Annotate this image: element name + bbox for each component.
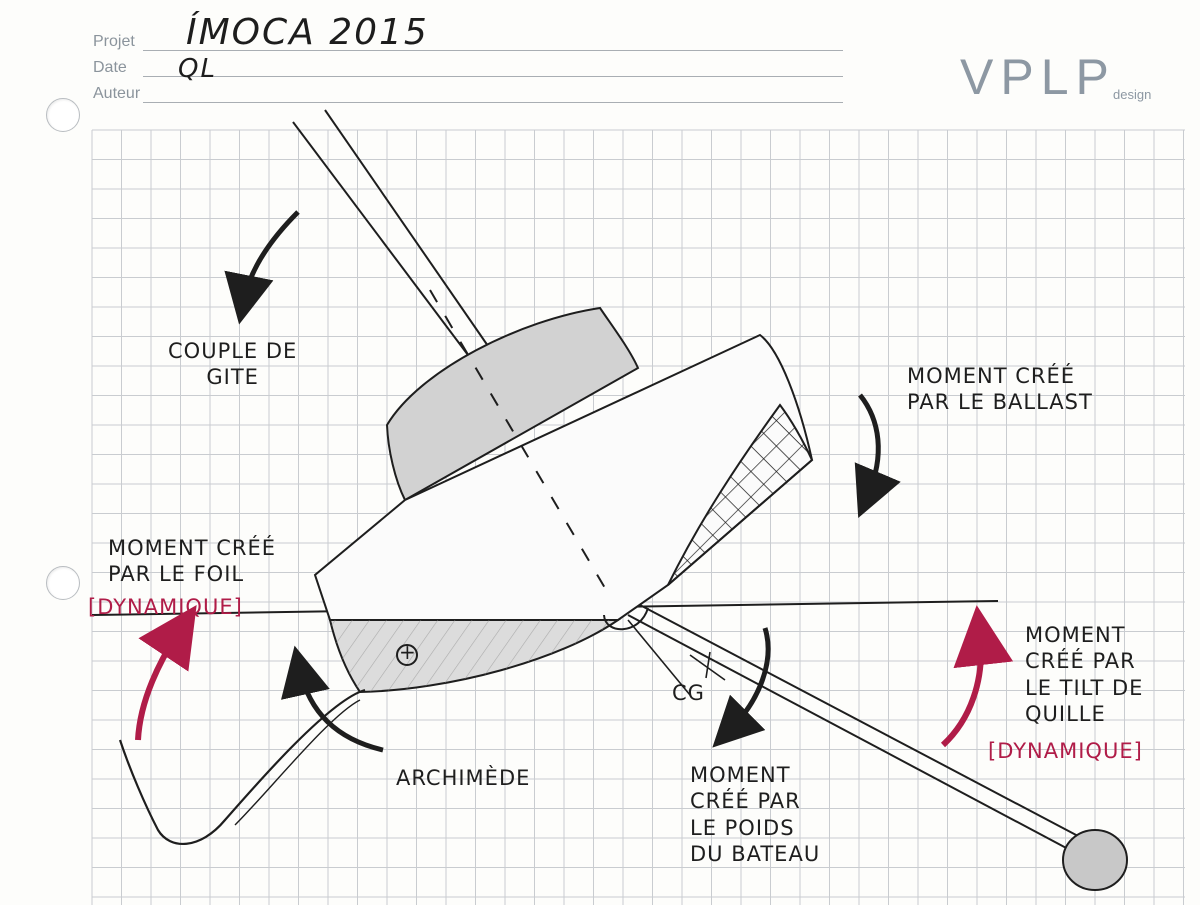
dynamique-left-label: [DYNAMIQUE]: [88, 595, 243, 619]
auteur-line: [143, 102, 843, 103]
buoyancy-plus-symbol: +: [399, 640, 417, 664]
moment-poids-line-1: MOMENT: [690, 763, 791, 787]
couple-de-gite-line-2: GITE: [206, 365, 259, 390]
archimede-label: ARCHIMÈDE: [396, 766, 531, 790]
logo-subtext: design: [1113, 87, 1152, 102]
ballast-area: [667, 403, 814, 586]
binder-hole-top: [46, 98, 80, 132]
couple-de-gite-arrow: [224, 210, 300, 325]
buoyancy-center-symbol: [396, 644, 418, 666]
moment-tilt-line-1: MOMENT: [1025, 623, 1126, 647]
moment-foil-line-1: MOMENT CRÉÉ: [108, 536, 277, 560]
cg-arc: [603, 607, 649, 631]
moment-poids-line-3: LE POIDS: [690, 815, 795, 840]
couple-de-gite-label: COUPLE DE GITE: [168, 338, 297, 391]
date-line: [143, 76, 843, 77]
projet-line: [143, 50, 843, 51]
tilt-moment-arrow: [940, 605, 1014, 748]
auteur-label: Auteur: [93, 85, 141, 102]
logo-text: VPLP: [960, 49, 1116, 105]
moment-ballast-label: MOMENT CRÉÉ PAR LE BALLAST: [907, 363, 1093, 416]
keel: [627, 604, 1079, 851]
moment-poids-line-4: DU BATEAU: [690, 841, 821, 866]
date-label: Date: [93, 59, 127, 76]
moment-ballast-line-2: PAR LE BALLAST: [907, 390, 1093, 415]
mast: [292, 109, 489, 364]
cg-line: [627, 619, 691, 696]
moment-tilt-label: MOMENT CRÉÉ PAR LE TILT DE QUILLE: [1025, 622, 1143, 727]
foil: [118, 688, 366, 845]
binder-hole-middle: [46, 566, 80, 600]
projet-value: ÍMOCA 2015: [186, 12, 429, 53]
couple-de-gite-line-1: COUPLE DE: [168, 339, 298, 363]
cg-label: CG: [672, 681, 705, 705]
date-value: QL: [178, 54, 217, 84]
projet-label: Projet: [93, 33, 135, 50]
poids-arrow: [712, 627, 771, 748]
moment-foil-line-2: PAR LE FOIL: [108, 562, 245, 587]
moment-tilt-line-4: QUILLE: [1025, 701, 1106, 726]
moment-poids-label: MOMENT CRÉÉ PAR LE POIDS DU BATEAU: [690, 762, 820, 867]
ballast-arrow: [854, 393, 901, 519]
foil-moment-arrow: [135, 605, 197, 741]
moment-ballast-line-1: MOMENT CRÉÉ: [907, 364, 1076, 388]
moment-tilt-line-2: CRÉÉ PAR: [1025, 649, 1136, 674]
moment-foil-label: MOMENT CRÉÉ PAR LE FOIL: [108, 535, 276, 588]
moment-tilt-line-3: LE TILT DE: [1025, 675, 1144, 700]
archimede-arrow: [281, 645, 384, 753]
deckhouse: [385, 306, 640, 502]
keel-bulb: [1062, 829, 1128, 891]
moment-poids-line-2: CRÉÉ PAR: [690, 789, 801, 814]
dynamique-right-label: [DYNAMIQUE]: [988, 739, 1143, 763]
